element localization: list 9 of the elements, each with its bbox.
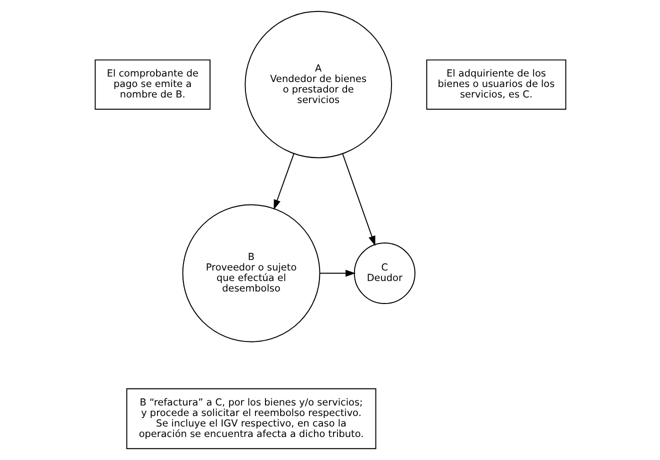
arrow bbox=[319, 270, 356, 277]
node-circle: A Vendedor de bienes o prestador de servicios bbox=[244, 10, 392, 158]
arrow bbox=[273, 153, 294, 210]
node-box: B “refactura” a C, por los bienes y/o servicios; y procede a solicitar el reembolso respectivo. Se incluye el IGV respectivo, en caso la operación se encuentra afecta a dicho tributo. bbox=[126, 388, 376, 450]
node-box: El adquiriente de los bienes o usuarios de los servicios, es C. bbox=[426, 59, 566, 110]
node-circle: C Deudor bbox=[353, 242, 415, 304]
arrow bbox=[342, 153, 375, 246]
node-box: El comprobante de pago se emite a nombre de B. bbox=[94, 59, 210, 110]
node-circle: B Proveedor o sujeto que efectúa el desembolso bbox=[182, 204, 320, 342]
